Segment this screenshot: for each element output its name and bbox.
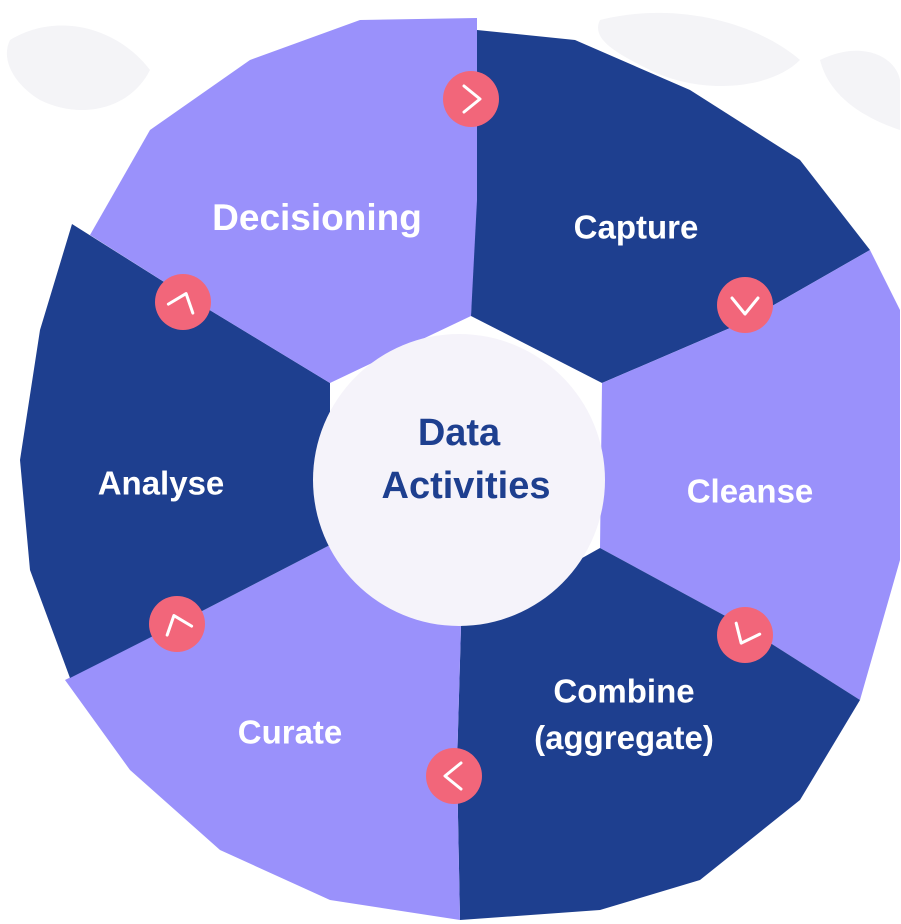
segment-label-decisioning: Decisioning xyxy=(212,197,422,238)
arrow-badge-combine-to-curate xyxy=(426,748,482,804)
arrow-badge-circle xyxy=(149,596,205,652)
arrow-badge-cleanse-to-combine xyxy=(717,607,773,663)
chevron-icon xyxy=(165,614,194,637)
segment-label-cleanse: Cleanse xyxy=(687,473,814,510)
arrow-badge-circle xyxy=(426,748,482,804)
segment-label-curate: Curate xyxy=(238,714,343,751)
segment-cleanse xyxy=(600,250,900,700)
segment-label-capture: Capture xyxy=(574,209,699,246)
segment-analyse xyxy=(20,224,330,678)
flow-arrow-badges xyxy=(149,71,773,804)
center-circle xyxy=(313,334,605,626)
arrow-badge-circle xyxy=(717,607,773,663)
arrow-badge-analyse-to-decisioning xyxy=(155,274,211,330)
segment-label-combine-line2: (aggregate) xyxy=(534,719,714,756)
chevron-icon xyxy=(462,84,482,114)
center-title-line1: Data xyxy=(418,412,501,454)
chevron-icon xyxy=(166,292,195,315)
segment-label-combine-line1: Combine xyxy=(553,673,694,710)
arrow-badge-capture-to-cleanse xyxy=(717,277,773,333)
chevron-icon xyxy=(443,761,463,791)
segment-label-analyse: Analyse xyxy=(98,465,225,502)
arrow-badge-circle xyxy=(443,71,499,127)
arrow-badge-circle xyxy=(717,277,773,333)
arrow-badge-circle xyxy=(155,274,211,330)
chevron-icon xyxy=(730,296,760,316)
arrow-badge-curate-to-analyse xyxy=(149,596,205,652)
arrow-badge-decisioning-to-capture xyxy=(443,71,499,127)
center-title-line2: Activities xyxy=(382,465,551,507)
center-hub: Data Activities xyxy=(313,334,605,626)
chevron-icon xyxy=(734,621,762,645)
background-map xyxy=(6,12,900,130)
